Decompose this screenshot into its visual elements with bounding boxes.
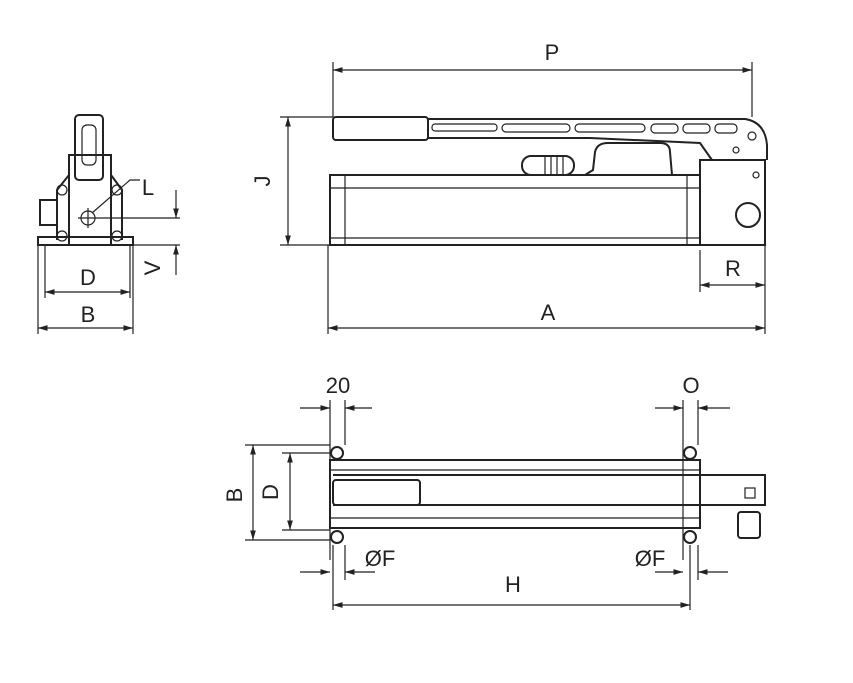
dim-label-A: A [541,300,556,325]
dim-label-H: H [505,572,521,597]
dim-label-B-top: B [222,488,247,503]
top-view: 20 O B D ØF ØF H [222,373,766,610]
dim-label-J: J [250,176,275,187]
dim-label-D: D [80,265,96,290]
dim-label-B: B [81,302,96,327]
front-view: P J R A [250,40,768,334]
dim-label-O: O [682,373,699,398]
dim-label-F-left: ØF [365,546,396,571]
dim-label-R: R [725,256,741,281]
dim-label-V: V [140,260,165,275]
side-view: L V D B [37,114,180,334]
dim-label-F-right: ØF [635,546,666,571]
dim-label-P: P [545,40,560,65]
dim-label-20: 20 [326,373,350,398]
dim-label-D-top: D [258,484,283,500]
dim-label-L: L [142,175,154,200]
